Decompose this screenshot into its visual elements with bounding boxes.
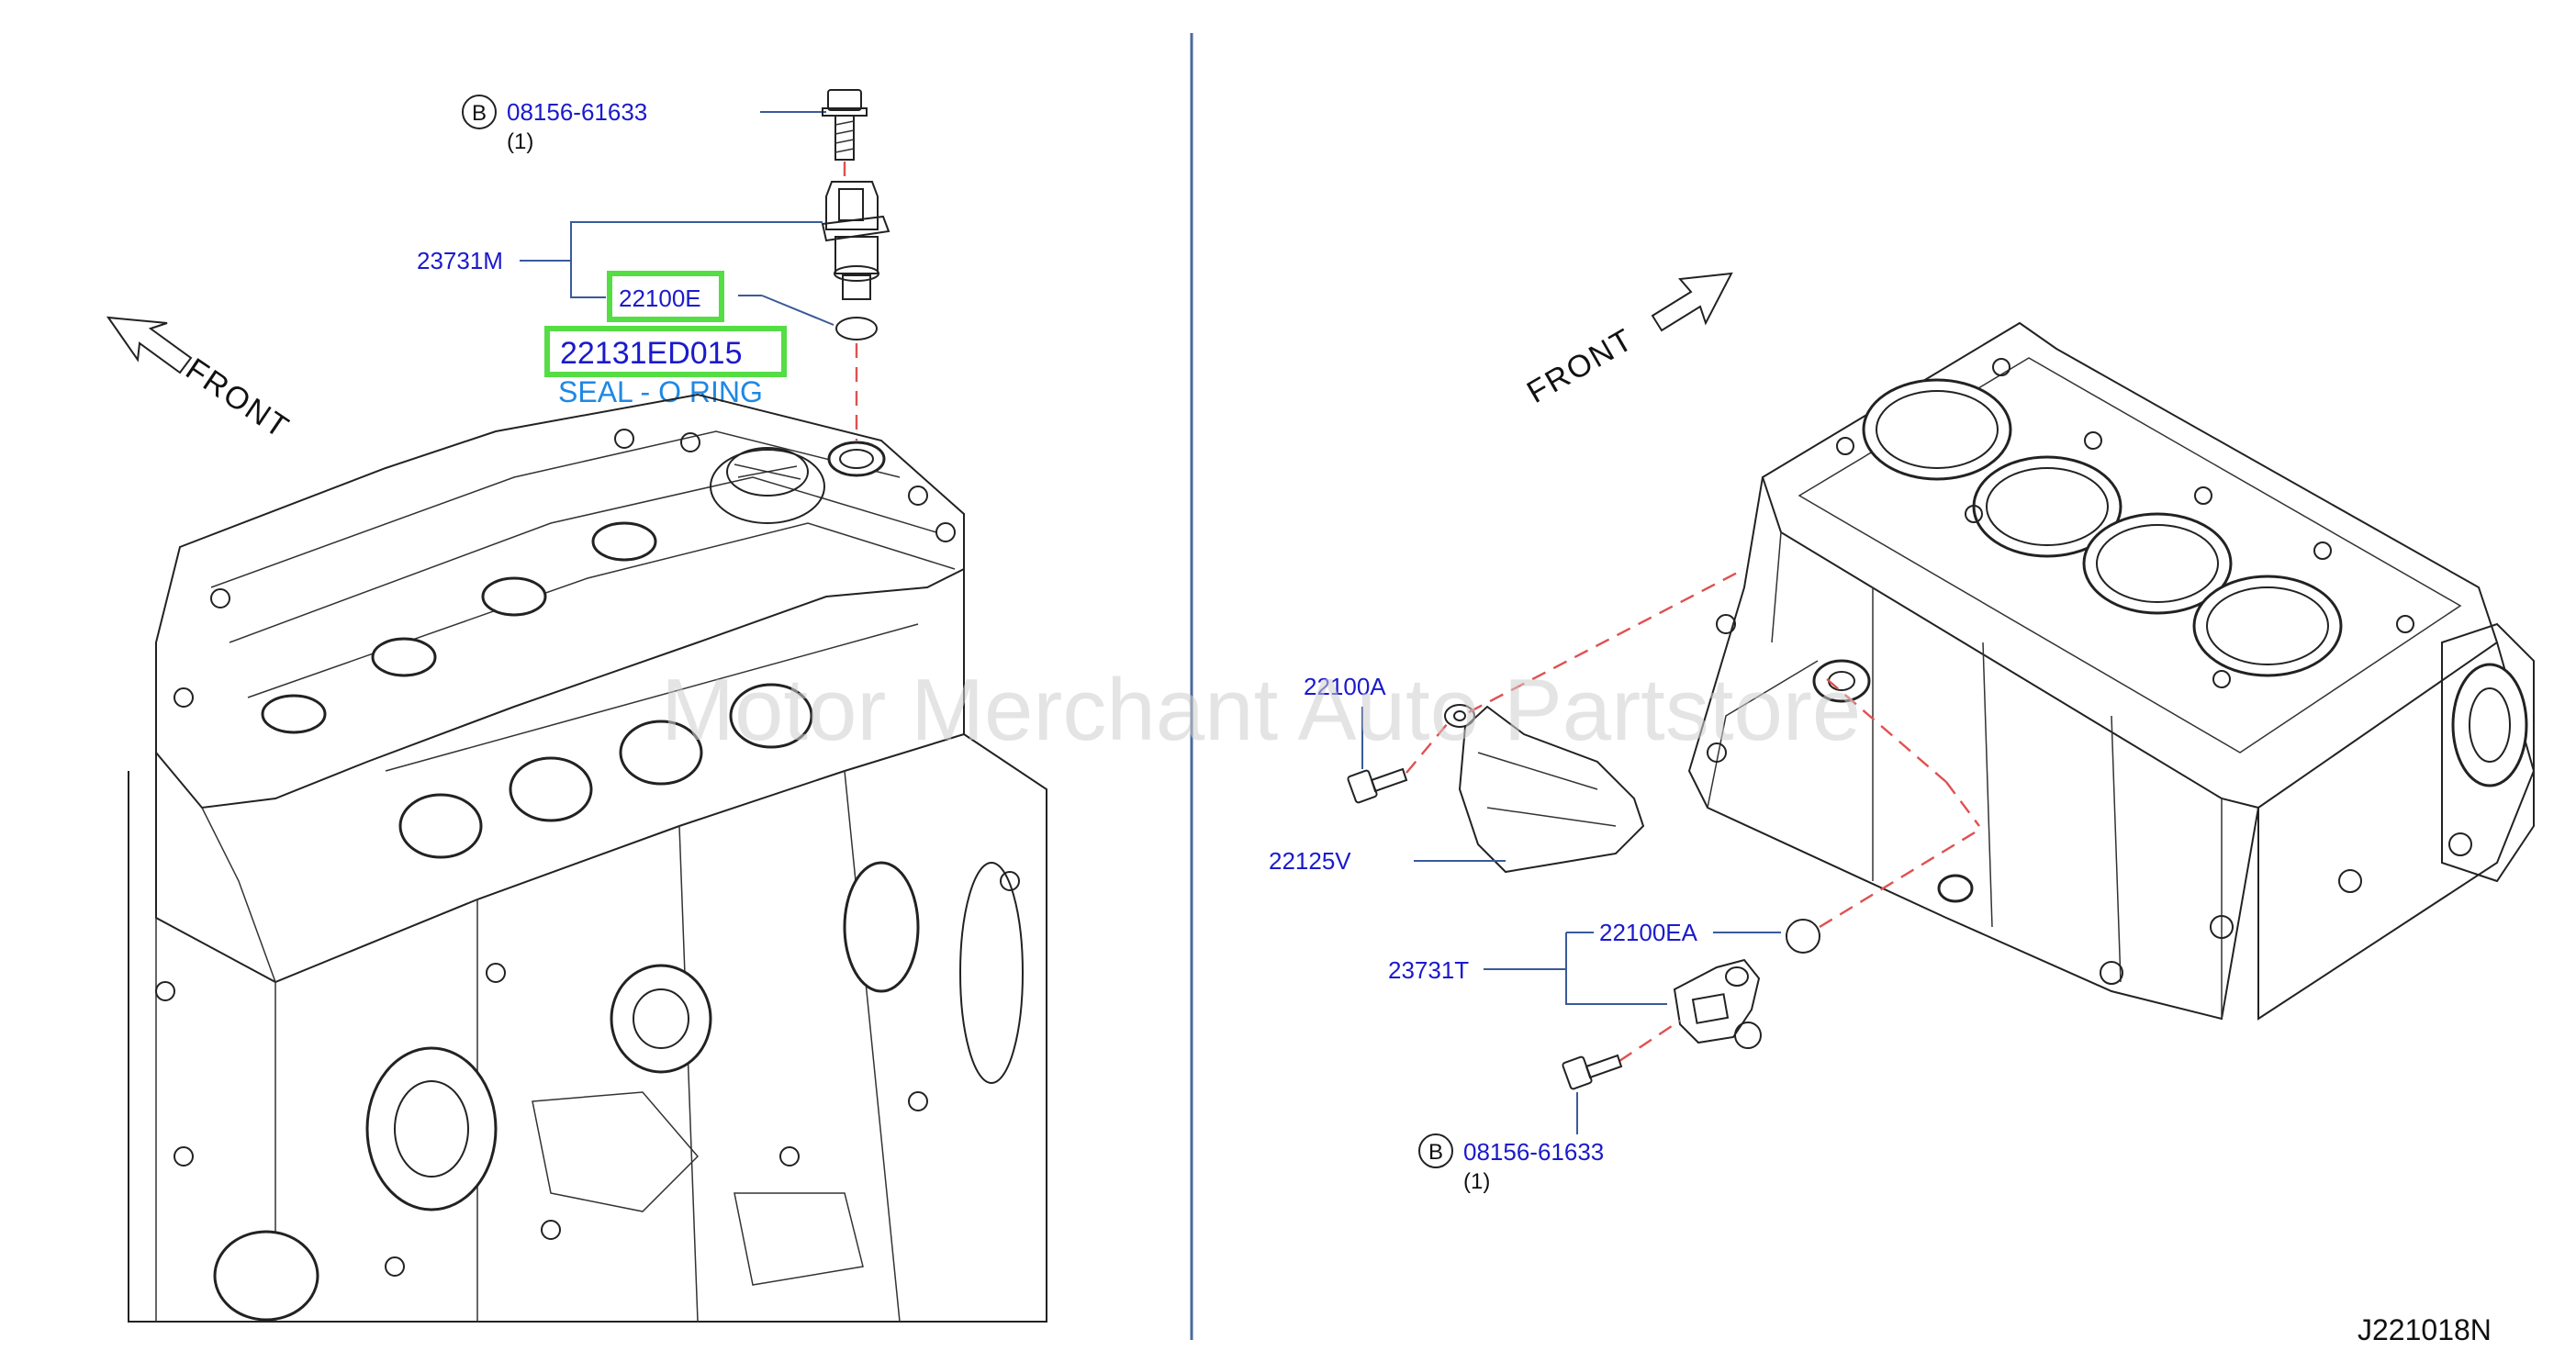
sensor-bracket-right-vert bbox=[1565, 932, 1667, 1005]
o-ring-icon bbox=[835, 317, 878, 340]
bolt-qty-right: (1) bbox=[1463, 1169, 1490, 1194]
bolt-qty-left: (1) bbox=[507, 129, 533, 154]
highlight-box-22100e bbox=[607, 271, 724, 322]
diagram-code: J221018N bbox=[2358, 1313, 2492, 1346]
bolt-badge-right: B bbox=[1418, 1133, 1453, 1168]
seal-ring-icon bbox=[1786, 919, 1820, 954]
camshaft-sensor-icon bbox=[821, 181, 890, 300]
sensor-bracket-left bbox=[520, 221, 823, 262]
bolt-badge-left: B bbox=[462, 95, 497, 129]
front-arrow-left-icon bbox=[106, 316, 193, 374]
bolt-top-part-right[interactable]: 22100A bbox=[1304, 673, 1386, 700]
front-label-right: FRONT bbox=[1521, 321, 1640, 409]
highlight-box-22131ed015 bbox=[544, 326, 787, 377]
sensor-part-left[interactable]: 23731M bbox=[417, 247, 503, 274]
sensor-bracket-left-lower bbox=[570, 261, 606, 298]
sensor-sub-part-left[interactable]: 22100E bbox=[619, 285, 701, 312]
bolt-badge-right-letter: B bbox=[1428, 1140, 1443, 1165]
cover-part-right[interactable]: 22125V bbox=[1269, 847, 1351, 875]
front-label-left: FRONT bbox=[180, 352, 297, 446]
cylinder-block-right-drawing bbox=[1687, 321, 2536, 1021]
bolt-icon-cover bbox=[1347, 767, 1408, 804]
front-arrow-right-icon bbox=[1651, 272, 1733, 332]
bolt-part-left[interactable]: 08156-61633 bbox=[507, 98, 647, 126]
watermark: Motor Merchant Auto Partstore bbox=[661, 661, 1861, 759]
oring-leader bbox=[761, 295, 834, 326]
bolt-part-right[interactable]: 08156-61633 bbox=[1463, 1138, 1604, 1166]
seal-part-right[interactable]: 22100EA bbox=[1599, 919, 1698, 946]
sensor-cover-icon bbox=[1444, 704, 1645, 874]
crankshaft-sensor-icon bbox=[1673, 958, 1762, 1049]
engine-assembly-left-drawing bbox=[128, 393, 1047, 1323]
bolt-icon-right bbox=[1562, 1054, 1623, 1090]
sensor-part-right[interactable]: 23731T bbox=[1388, 956, 1469, 984]
bolt-icon-left bbox=[822, 89, 868, 161]
bolt-badge-left-letter: B bbox=[472, 101, 487, 126]
oring-part[interactable]: 22131ED015 bbox=[560, 336, 743, 371]
